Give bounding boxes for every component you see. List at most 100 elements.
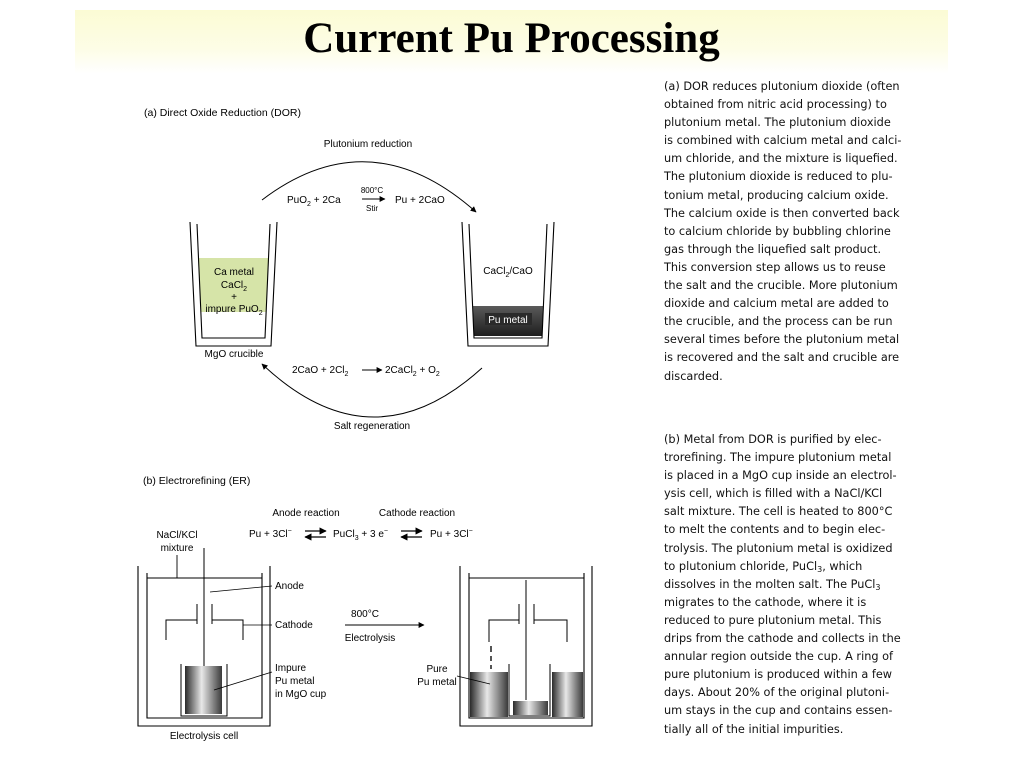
text-line: (b) Metal from DOR is purified by elec- <box>664 433 882 446</box>
text-line: the salt and the crucible. More plutoniu… <box>664 279 898 293</box>
text-line: reduced to pure plutonium metal. This <box>664 613 882 627</box>
pu-metal-label: Pu metal <box>488 315 527 326</box>
cathode-reaction-title: Cathode reaction <box>379 508 455 519</box>
equilibrium-arrow-1 <box>304 527 327 541</box>
anode-reaction-title: Anode reaction <box>272 508 339 519</box>
text-line: to calcium chloride by bubbling chlorine <box>664 224 891 238</box>
anode-leader <box>209 585 273 593</box>
reduction-label: Plutonium reduction <box>324 139 412 150</box>
impure-label-1: Impure <box>275 663 307 674</box>
dor-stir: Stir <box>366 204 378 213</box>
text-line: several times before the plutonium metal <box>664 333 900 347</box>
impure-leader <box>213 671 273 691</box>
cathode-label: Cathode <box>275 620 313 631</box>
cathode-right <box>212 619 244 640</box>
text-line: The calcium oxide is then converted back <box>664 206 900 220</box>
cell-inner <box>146 573 263 719</box>
text-line: gas through the liquefied salt product. <box>664 242 882 256</box>
salt-regeneration-label: Salt regeneration <box>334 421 410 432</box>
text-line: tially all of the initial impurities. <box>664 722 844 736</box>
er-description: (b) Metal from DOR is purified by elec-t… <box>664 431 940 739</box>
cell2-cathode-left <box>488 619 519 642</box>
text-line: annular region outside the cup. A ring o… <box>664 650 894 664</box>
cacl2-cao-label: CaCl2/CaO <box>483 266 533 279</box>
equilibrium-arrow-2 <box>400 527 423 541</box>
pure-pu-ring-left <box>470 672 508 717</box>
electrolysis-label: Electrolysis <box>345 633 396 644</box>
ca-mixture-fill <box>198 258 269 312</box>
cell2-mgo-cup <box>508 664 551 717</box>
text-line: is combined with calcium metal and calci… <box>664 134 902 148</box>
dor-temp: 800°C <box>361 186 384 195</box>
anode-label: Anode <box>275 581 304 592</box>
dor-description: (a) DOR reduces plutonium dioxide (often… <box>664 78 940 386</box>
text-line: trolysis. The plutonium metal is oxidize… <box>664 541 893 555</box>
right-crucible-outer <box>461 221 555 347</box>
text-line: salt mixture. The cell is heated to 800°… <box>664 505 893 519</box>
text-line: This conversion step allows us to reuse <box>664 260 886 274</box>
electrolysis-cell-label: Electrolysis cell <box>170 731 238 742</box>
text-line: the crucible, and the process can be run <box>664 315 893 329</box>
text-line: discarded. <box>664 369 723 383</box>
crucible-line-3: + <box>231 292 237 303</box>
text-line: plutonium metal. The plutonium dioxide <box>664 116 891 130</box>
impure-pu-metal <box>185 666 222 714</box>
text-line: to melt the contents and to begin elec- <box>664 523 886 537</box>
mixture-label-2: mixture <box>161 543 194 554</box>
mixture-label-1: NaCl/KCl <box>156 530 197 541</box>
text-line: The plutonium dioxide is reduced to plu- <box>664 170 893 184</box>
dor-heading: (a) Direct Oxide Reduction (DOR) <box>144 107 301 119</box>
mgo-crucible-outer <box>189 221 278 347</box>
text-line: migrates to the cathode, where it is <box>664 595 867 609</box>
crucible-line-2: CaCl2 <box>221 280 247 293</box>
mgo-crucible-inner <box>196 223 271 339</box>
er-eq-b: PuCl3 + 3 e− <box>333 528 388 542</box>
text-line: days. About 20% of the original plutoni- <box>664 686 890 700</box>
text-line: tonium metal, producing calcium oxide. <box>664 188 889 202</box>
text-line: ysis cell, which is filled with a NaCl/K… <box>664 487 883 501</box>
er-temp: 800°C <box>351 609 379 620</box>
pure-label-2: Pu metal <box>417 677 456 688</box>
text-line: is placed in a MgO cup inside an electro… <box>664 469 897 483</box>
text-line: to plutonium chloride, PuCl3, which <box>664 559 863 574</box>
pure-leader <box>456 675 491 685</box>
crucible-line-4: impure PuO2 <box>205 304 262 317</box>
er-eq-a: Pu + 3Cl− <box>249 528 292 540</box>
cup-residue <box>513 701 548 715</box>
text-line: drips from the cathode and collects in t… <box>664 632 901 646</box>
cathode-left <box>165 619 197 640</box>
cell-outer <box>137 566 271 727</box>
text-line: trorefining. The impure plutonium metal <box>664 451 892 465</box>
text-line: um chloride, and the mixture is liquefie… <box>664 152 898 166</box>
er-eq-d: Pu + 3Cl− <box>430 528 473 540</box>
dor-reaction-left: PuO2 + 2Ca <box>287 195 341 208</box>
regen-products: 2CaCl2 + O2 <box>385 365 440 378</box>
text-line: pure plutonium is produced within a few <box>664 668 893 682</box>
cell2-cathode-right <box>534 619 568 642</box>
cell2-outer <box>459 566 593 727</box>
cell2-inner <box>468 573 585 719</box>
text-line: um stays in the cup and contains essen- <box>664 704 893 718</box>
crucible-line-1: Ca metal <box>214 267 254 278</box>
regen-reactants: 2CaO + 2Cl2 <box>292 365 349 378</box>
pu-metal-label-bg <box>485 313 532 325</box>
title-band <box>75 10 948 74</box>
mgo-cup <box>180 664 228 717</box>
pure-label-1: Pure <box>426 664 448 675</box>
dor-reaction-product: Pu + 2CaO <box>395 195 445 206</box>
impure-label-2: Pu metal <box>275 676 314 687</box>
text-line: obtained from nitric acid processing) to <box>664 98 887 112</box>
er-heading: (b) Electrorefining (ER) <box>143 475 250 487</box>
text-line: dissolves in the molten salt. The PuCl3 <box>664 577 881 592</box>
mgo-crucible-label: MgO crucible <box>205 349 264 360</box>
impure-label-3: in MgO cup <box>275 689 327 700</box>
text-line: (a) DOR reduces plutonium dioxide (often <box>664 80 900 93</box>
pure-pu-ring-right <box>552 672 583 717</box>
reduction-arrow <box>261 161 477 213</box>
regeneration-arrow <box>261 363 483 418</box>
slide-title: Current Pu Processing <box>303 15 720 62</box>
text-line: is recovered and the salt and crucible a… <box>664 351 900 365</box>
right-crucible-inner <box>468 223 548 339</box>
text-line: dioxide and calcium metal are added to <box>664 297 889 311</box>
